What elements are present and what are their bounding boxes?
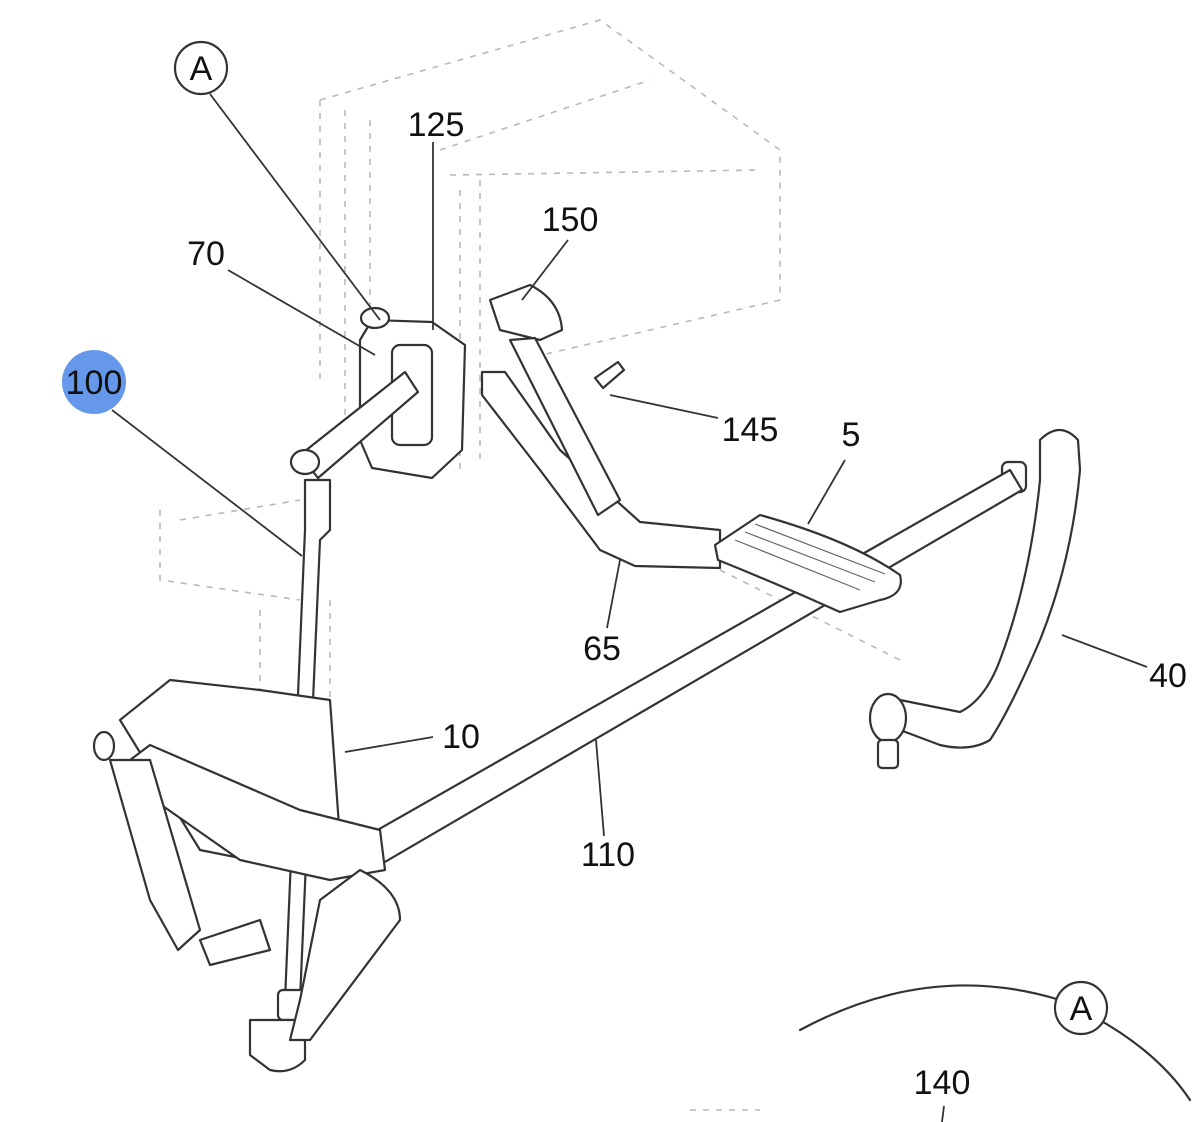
label-40[interactable]: 40 xyxy=(1149,657,1187,695)
label-125[interactable]: 125 xyxy=(408,106,465,144)
detail-arc xyxy=(798,984,1192,1102)
pedal-pad-5 xyxy=(713,513,902,614)
bracket-125 xyxy=(358,306,467,480)
label-140[interactable]: 140 xyxy=(914,1064,971,1102)
label-145[interactable]: 145 xyxy=(722,411,779,449)
label-100[interactable]: 100 xyxy=(66,364,123,402)
label-70[interactable]: 70 xyxy=(187,235,225,273)
leader-lines xyxy=(111,93,1148,1122)
label-5[interactable]: 5 xyxy=(842,416,861,454)
label-10[interactable]: 10 xyxy=(442,718,480,756)
pedal-arm-40 xyxy=(868,428,1082,770)
callout-a-bottom: A xyxy=(1070,990,1093,1028)
pin-145 xyxy=(593,360,626,390)
callout-a-top: A xyxy=(190,50,213,88)
label-150[interactable]: 150 xyxy=(542,201,599,239)
label-65[interactable]: 65 xyxy=(583,630,621,668)
shaft xyxy=(289,370,420,480)
label-110[interactable]: 110 xyxy=(581,836,635,874)
callout-a-top-circle xyxy=(173,40,229,96)
callout-a-bottom-circle xyxy=(1053,980,1109,1036)
highlight-100 xyxy=(62,350,126,414)
pedal-65 xyxy=(480,283,722,570)
cross-shaft-10 xyxy=(92,678,402,1042)
